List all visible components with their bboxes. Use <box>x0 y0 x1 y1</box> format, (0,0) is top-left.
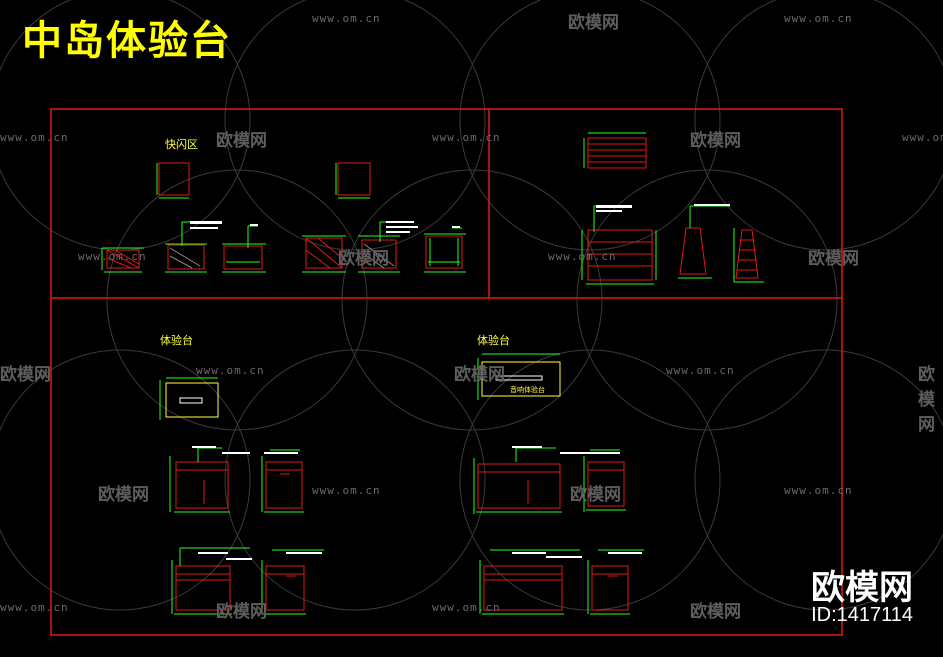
watermark-url: www.om.cn <box>902 131 943 144</box>
watermark-brand: 欧模网 <box>570 485 621 505</box>
watermark-url: www.om.cn <box>78 250 147 263</box>
watermark-url: www.om.cn <box>548 250 617 263</box>
experience-right-label: 体验台 <box>477 334 510 347</box>
watermark-brand: 欧模网 <box>918 365 935 435</box>
express-zone-drawings[interactable] <box>101 162 466 273</box>
watermark-brand: 欧模网 <box>216 131 267 151</box>
plan-tag-text: 音响体验台 <box>510 385 545 394</box>
watermark-url: www.om.cn <box>312 484 381 497</box>
watermark-brand: 欧模网 <box>216 602 267 622</box>
watermark-arcs <box>0 0 943 611</box>
watermark-brand: 欧模网 <box>338 249 389 269</box>
top-right-drawings[interactable] <box>581 132 764 285</box>
watermark-brand: 欧模网 <box>98 485 149 505</box>
watermark-url: www.om.cn <box>432 601 501 614</box>
experience-right-drawings[interactable]: 音响体验台 <box>473 353 644 615</box>
watermark-url: www.om.cn <box>784 484 853 497</box>
outer-frame <box>50 108 843 636</box>
watermark-url: www.om.cn <box>196 364 265 377</box>
experience-left-drawings[interactable] <box>159 377 324 615</box>
watermark-brand: 欧模网 <box>690 602 741 622</box>
watermark-url: www.om.cn <box>666 364 735 377</box>
model-id: ID:1417114 <box>811 604 913 626</box>
watermark-url: www.om.cn <box>312 12 381 25</box>
watermark-brand: 欧模网 <box>568 13 619 33</box>
watermark-brand: 欧模网 <box>690 131 741 151</box>
express-zone-label: 快闪区 <box>165 138 198 151</box>
drawing-title: 中岛体验台 <box>22 18 232 64</box>
watermark-url: www.om.cn <box>0 131 69 144</box>
watermark-url: www.om.cn <box>432 131 501 144</box>
site-logo-name: 欧模网 <box>811 568 913 608</box>
experience-left-label: 体验台 <box>160 334 193 347</box>
watermark-url: www.om.cn <box>784 12 853 25</box>
watermark-url: www.om.cn <box>0 601 69 614</box>
watermark-brand: 欧模网 <box>808 249 859 269</box>
drawing-frames <box>50 108 843 636</box>
watermark-brand: 欧模网 <box>454 365 505 385</box>
watermark-brand: 欧模网 <box>0 365 51 385</box>
